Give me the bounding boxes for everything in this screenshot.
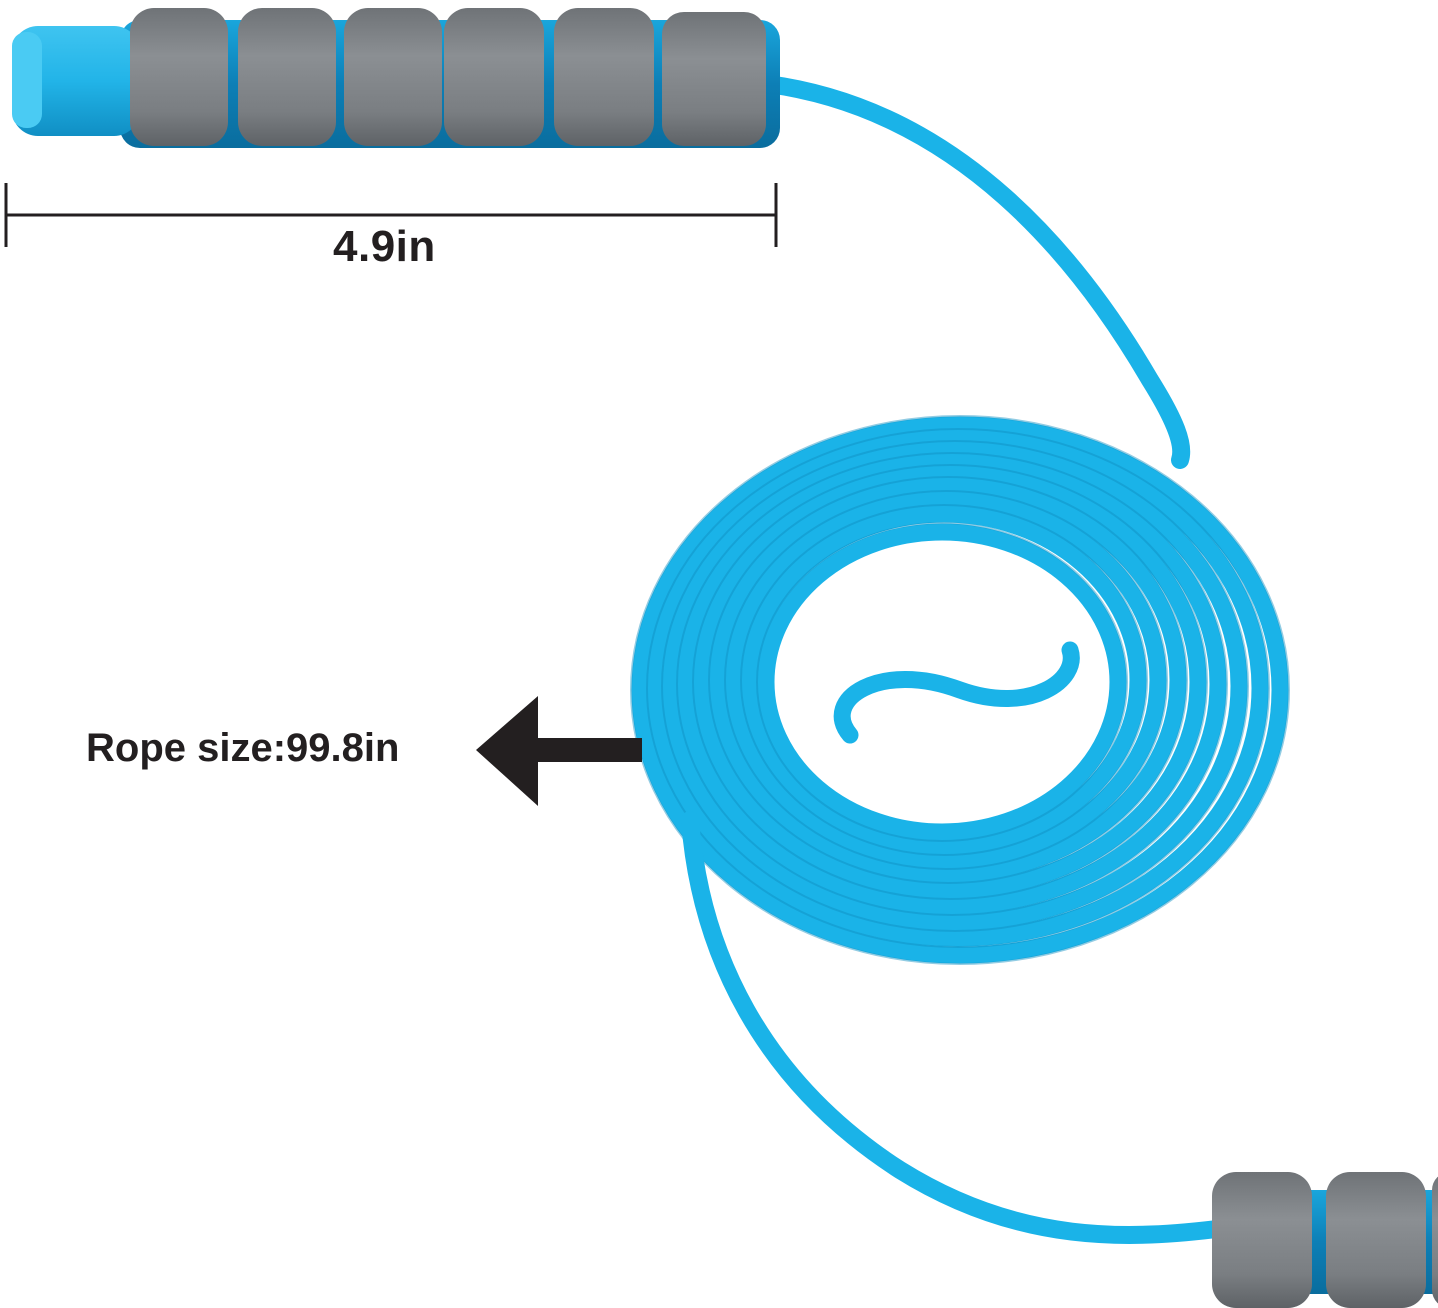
arrow-left-icon — [476, 696, 642, 806]
rope-size-label: Rope size:99.8in — [86, 726, 400, 770]
foam-grip-5 — [554, 8, 654, 146]
dimension-line-icon — [4, 183, 778, 247]
foam-grip-3 — [344, 8, 442, 146]
foam-grip-2 — [238, 8, 336, 146]
foam-grip-1 — [1212, 1172, 1312, 1308]
rope-coil-shading — [630, 415, 1290, 965]
rope-strand-bottom — [681, 811, 1234, 1244]
rope-coil — [631, 416, 1289, 964]
foam-grip-6 — [662, 12, 766, 146]
foam-grip-1 — [130, 8, 228, 146]
foam-grip-3 — [1432, 1176, 1438, 1304]
rope-inner-loop — [833, 641, 1080, 744]
rope-strand-top — [759, 75, 1191, 469]
top-handle — [12, 8, 780, 148]
foam-grip-4 — [444, 8, 544, 146]
handle-length-label: 4.9in — [333, 222, 436, 271]
rope — [630, 75, 1290, 1244]
handle-cap — [12, 26, 140, 136]
foam-grip-2 — [1326, 1172, 1426, 1308]
bottom-handle — [1212, 1172, 1438, 1308]
